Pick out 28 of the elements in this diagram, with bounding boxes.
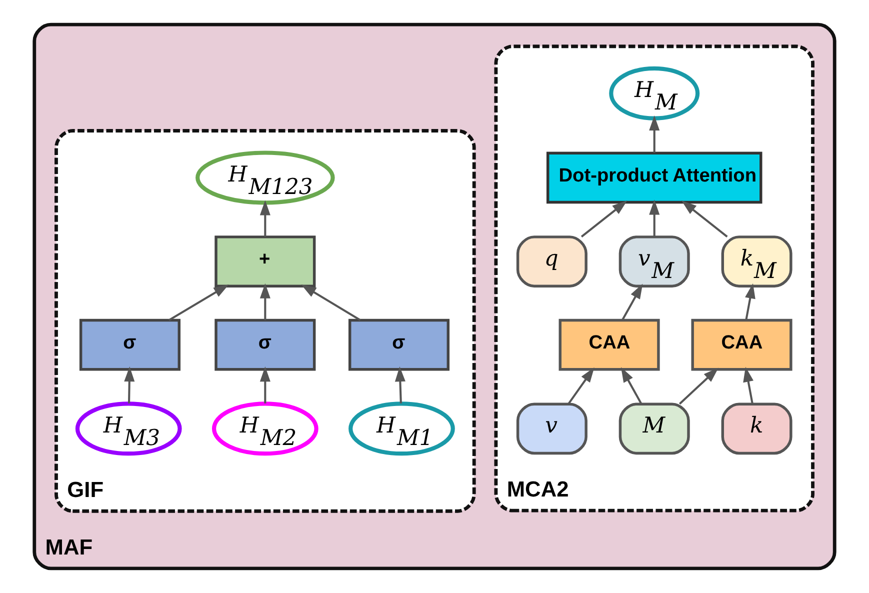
arrow <box>260 366 270 404</box>
arrow <box>620 367 642 404</box>
node-box: CAA <box>691 318 792 371</box>
node-box: σ <box>79 318 180 371</box>
arrow <box>168 284 229 322</box>
arrow <box>260 283 270 320</box>
node-box: k <box>721 402 792 455</box>
node-box: CAA <box>558 318 660 371</box>
node-box: + <box>214 236 316 288</box>
arrow <box>649 115 660 153</box>
arrow <box>649 200 660 237</box>
arrow <box>743 366 754 404</box>
arrow <box>580 200 628 238</box>
node-box: q <box>516 236 588 288</box>
node-box: σ <box>348 318 450 371</box>
arrow <box>260 200 270 237</box>
node-box: v <box>516 402 588 455</box>
node-box: Dot-product Attention <box>546 152 762 204</box>
arrow <box>301 284 361 322</box>
arrow <box>621 284 643 321</box>
node-box: σ <box>214 318 316 371</box>
arrow <box>678 368 718 405</box>
arrow <box>745 283 756 320</box>
arrow <box>124 366 135 404</box>
node-box: M <box>618 402 690 455</box>
arrow <box>681 200 728 238</box>
arrow <box>568 367 594 404</box>
arrow <box>394 366 406 404</box>
